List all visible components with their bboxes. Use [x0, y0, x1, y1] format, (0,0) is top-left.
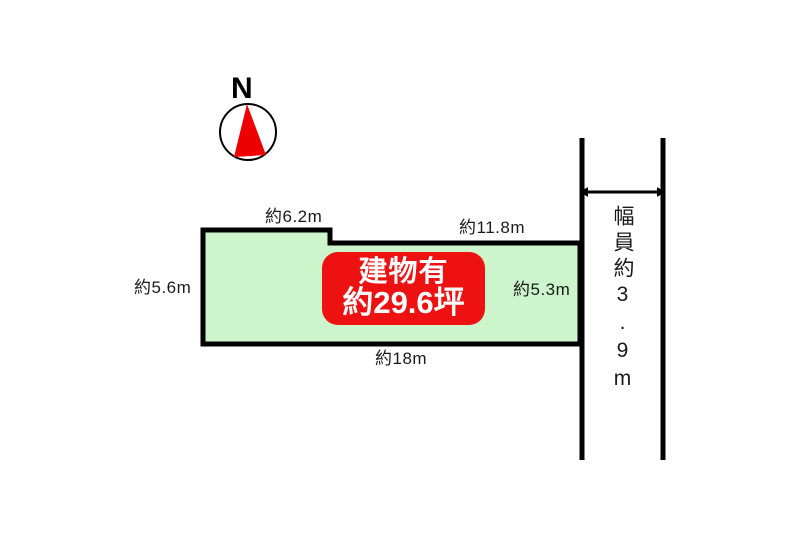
compass-north-label: N	[231, 72, 253, 105]
building-badge-line-1: 建物有	[358, 255, 449, 288]
dimension-top-left: 約6.2m	[265, 207, 323, 226]
dimension-left: 約5.6m	[134, 278, 192, 297]
compass-icon	[219, 103, 277, 161]
dimension-top-right: 約11.8m	[459, 218, 525, 237]
dimension-bottom: 約18m	[375, 349, 428, 368]
road-area	[579, 138, 666, 460]
road-width-label: 幅員約3.9m	[611, 205, 634, 395]
dimension-right: 約5.3m	[513, 280, 571, 299]
building-badge-line-2: 約29.6坪	[342, 285, 465, 321]
building-badge: 建物有 約29.6坪	[322, 252, 485, 325]
compass-needle-north	[234, 104, 266, 157]
